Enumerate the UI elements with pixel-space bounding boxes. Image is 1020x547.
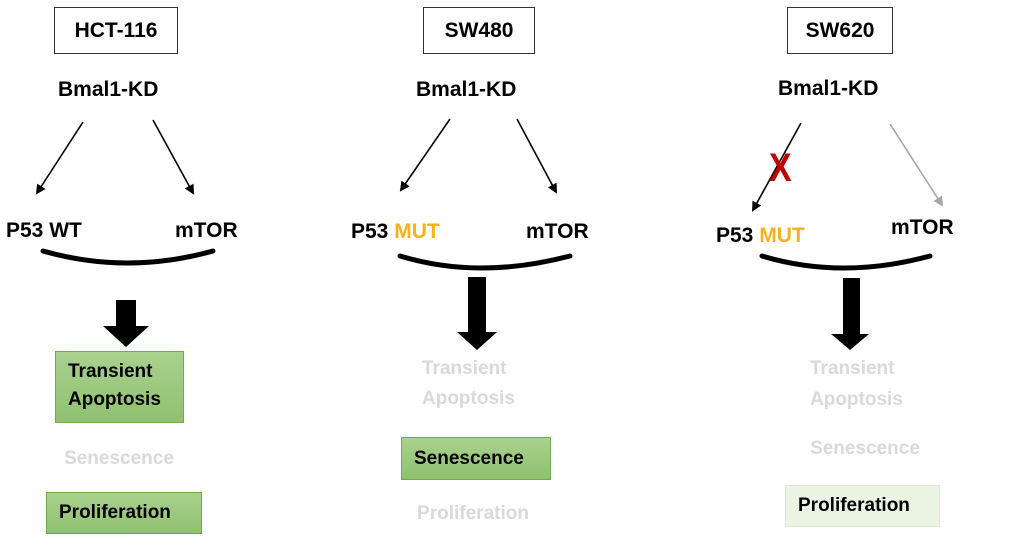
- outcome-senescence-sw480: Senescence: [401, 437, 551, 480]
- outcome-proliferation-hct116: Proliferation: [46, 492, 202, 534]
- treatment-label-hct116: Bmal1-KD: [58, 78, 159, 101]
- treatment-label-sw480: Bmal1-KD: [416, 78, 517, 101]
- outcome-transient-apoptosis-hct116: Transient Apoptosis: [55, 351, 184, 423]
- p53-status: MUT: [759, 224, 805, 247]
- outcome-line: Apoptosis: [810, 389, 903, 410]
- sw620-p53-arrow: [752, 122, 802, 212]
- treatment-label-sw620: Bmal1-KD: [778, 77, 879, 100]
- p53-label-hct116: P53 WT: [6, 219, 82, 243]
- p53-prefix: P53: [716, 224, 754, 247]
- p53-status: MUT: [394, 220, 440, 243]
- p53-label-sw620: P53 MUT: [716, 224, 805, 248]
- mtor-label-hct116: mTOR: [175, 219, 238, 242]
- sw480-brace: [397, 253, 573, 271]
- outcome-transient-apoptosis-sw620: Transient Apoptosis: [798, 353, 930, 415]
- hct116-p53-arrow: [35, 121, 84, 195]
- outcome-senescence-hct116: Senescence: [64, 448, 174, 469]
- sw480-mtor-arrow: [516, 118, 557, 194]
- hct116-mtor-arrow: [152, 119, 194, 195]
- sw620-block-arrow: [831, 278, 869, 350]
- outcome-line: Apoptosis: [422, 388, 515, 409]
- outcome-line: Apoptosis: [68, 389, 161, 410]
- outcome-senescence-sw620: Senescence: [810, 438, 920, 459]
- cell-line-label-sw620: SW620: [787, 7, 893, 54]
- outcome-transient-apoptosis-sw480: Transient Apoptosis: [410, 354, 542, 414]
- p53-prefix: P53: [6, 219, 44, 242]
- sw480-p53-arrow: [399, 118, 451, 192]
- mtor-label-sw480: mTOR: [526, 220, 589, 243]
- sw620-brace: [759, 253, 933, 271]
- cell-line-label-hct116: HCT-116: [54, 7, 178, 54]
- outcome-proliferation-sw480: Proliferation: [417, 503, 529, 524]
- mtor-label-sw620: mTOR: [891, 216, 954, 239]
- outcome-line: Transient: [422, 358, 507, 379]
- hct116-brace: [40, 248, 216, 266]
- p53-label-sw480: P53 MUT: [351, 220, 440, 244]
- outcome-line: Transient: [68, 361, 153, 382]
- sw620-mtor-arrow: [889, 123, 944, 207]
- outcome-line: Transient: [810, 358, 895, 379]
- cell-line-label-sw480: SW480: [423, 7, 535, 54]
- outcome-proliferation-sw620: Proliferation: [785, 485, 940, 527]
- p53-status: WT: [49, 219, 82, 242]
- hct116-block-arrow: [103, 300, 149, 347]
- blocked-x-icon: X: [769, 146, 792, 190]
- sw480-block-arrow: [457, 277, 497, 350]
- p53-prefix: P53: [351, 220, 389, 243]
